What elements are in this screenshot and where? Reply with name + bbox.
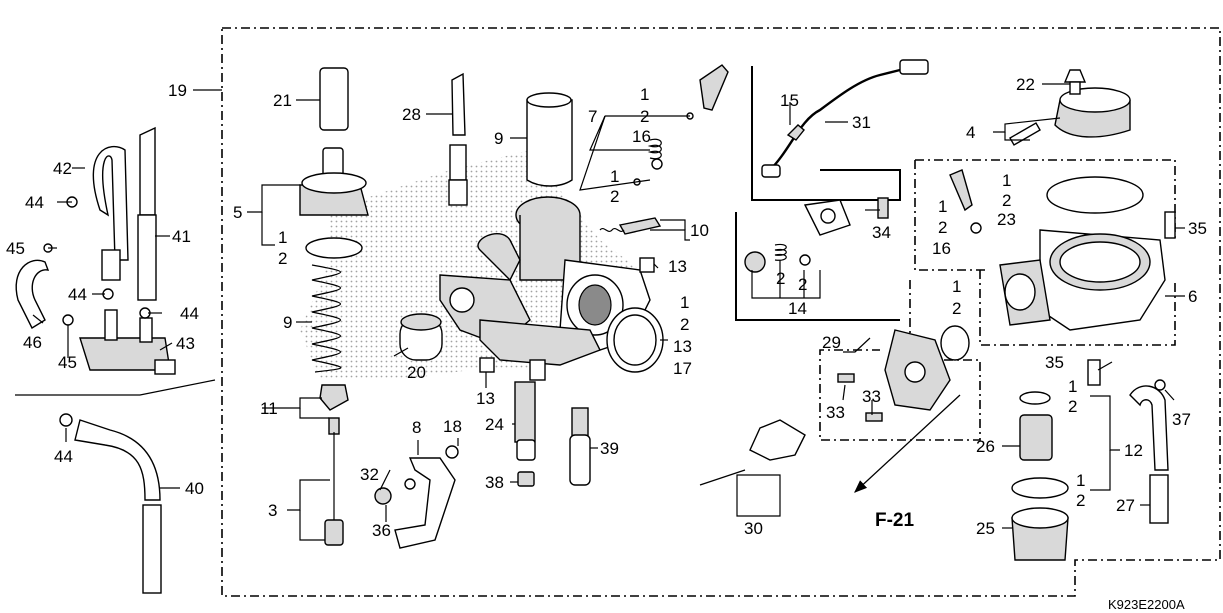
callout-8: 8	[412, 418, 421, 437]
callout-39: 39	[600, 439, 619, 458]
callout-32: 32	[360, 465, 379, 484]
callout-3: 3	[268, 501, 277, 520]
callout-2-idle-a: 2	[776, 269, 785, 288]
callout-1-pump: 1	[952, 277, 961, 296]
callout-16-choke: 16	[632, 127, 651, 146]
callout-41: 41	[172, 227, 191, 246]
callout-9-spring: 9	[283, 313, 292, 332]
callout-14: 14	[788, 299, 807, 318]
callout-35-mid: 35	[1045, 353, 1064, 372]
leader-lines	[32, 83, 1185, 541]
diagram-code: K923E2200A	[1108, 597, 1185, 612]
callouts: 19 21 28 9 5 1 2 9 20 11 3 8 18 32 36 13…	[6, 75, 1207, 612]
section-frame-sensor	[735, 66, 901, 321]
callout-40: 40	[185, 479, 204, 498]
callout-17: 17	[673, 359, 692, 378]
callout-45-b: 45	[58, 353, 77, 372]
wire-harness	[761, 59, 929, 178]
callout-1-tb-b: 1	[938, 197, 947, 216]
callout-35-top: 35	[1188, 219, 1207, 238]
callout-43: 43	[176, 334, 195, 353]
callout-33-a: 33	[826, 403, 845, 422]
callout-13-gasket: 13	[673, 337, 692, 356]
callout-1-gasket: 1	[680, 293, 689, 312]
callout-38: 38	[485, 473, 504, 492]
callout-2-idle-b: 2	[798, 275, 807, 294]
throttle-body	[949, 69, 1176, 331]
fuel-hose-group	[15, 126, 216, 594]
callout-33-b: 33	[862, 387, 881, 406]
callout-11: 11	[260, 399, 278, 418]
tube-and-sleeve	[448, 72, 573, 206]
filter-parts	[1011, 359, 1169, 561]
callout-26: 26	[976, 437, 995, 456]
callout-5: 5	[233, 203, 242, 222]
callout-44-d: 44	[54, 447, 73, 466]
callout-1-tb: 1	[1002, 171, 1011, 190]
callout-23: 23	[997, 210, 1016, 229]
callout-44-b: 44	[68, 285, 87, 304]
callout-2-choke: 2	[640, 107, 649, 126]
callout-1-choke: 1	[640, 85, 649, 104]
callout-1-choke-b: 1	[610, 167, 619, 186]
section-ref-label: F-21	[875, 510, 915, 531]
callout-44-a: 44	[25, 193, 44, 212]
callout-2-choke-b: 2	[610, 187, 619, 206]
callout-18: 18	[443, 417, 462, 436]
callout-42: 42	[53, 159, 72, 178]
callout-9-top: 9	[494, 129, 503, 148]
pump-assembly	[699, 325, 970, 486]
callout-20: 20	[407, 363, 426, 382]
misc-small-parts	[374, 217, 664, 549]
callout-15: 15	[780, 91, 799, 110]
callout-2-tb: 2	[1002, 191, 1011, 210]
callout-10: 10	[690, 221, 709, 240]
callout-24: 24	[485, 415, 504, 434]
callout-7: 7	[588, 107, 597, 126]
callout-6: 6	[1188, 287, 1197, 306]
callout-22: 22	[1016, 75, 1035, 94]
callout-12: 12	[1124, 441, 1143, 460]
callout-1-cap: 1	[278, 228, 287, 247]
callout-2-tb-b: 2	[938, 218, 947, 237]
callout-2-filter-b: 2	[1076, 491, 1085, 510]
callout-2-cap: 2	[278, 249, 287, 268]
top-cap-assembly	[299, 67, 443, 546]
callout-36: 36	[372, 521, 391, 540]
callout-44-c: 44	[180, 304, 199, 323]
callout-21: 21	[273, 91, 292, 110]
callout-37: 37	[1172, 410, 1191, 429]
f21-arrow	[854, 394, 961, 493]
callout-2-filter: 2	[1068, 397, 1077, 416]
main-frame	[221, 27, 1221, 597]
callout-1-filter: 1	[1068, 377, 1077, 396]
callout-2-gasket: 2	[680, 315, 689, 334]
callout-1-filter-b: 1	[1076, 471, 1085, 490]
callout-13-mid: 13	[476, 389, 495, 408]
callout-30: 30	[744, 519, 763, 538]
callout-27: 27	[1116, 496, 1135, 515]
callout-31: 31	[852, 113, 871, 132]
callout-4: 4	[966, 123, 975, 142]
callout-19: 19	[168, 81, 187, 100]
callout-25: 25	[976, 519, 995, 538]
callout-46: 46	[23, 333, 42, 352]
callout-29: 29	[822, 333, 841, 352]
callout-28: 28	[402, 105, 421, 124]
callout-13-right: 13	[668, 257, 687, 276]
callout-2-pump: 2	[952, 299, 961, 318]
idle-parts	[744, 197, 889, 273]
section-frame-throttle-body	[914, 159, 1176, 346]
callout-34: 34	[872, 223, 891, 242]
callout-16-tb: 16	[932, 239, 951, 258]
callout-45-a: 45	[6, 239, 25, 258]
